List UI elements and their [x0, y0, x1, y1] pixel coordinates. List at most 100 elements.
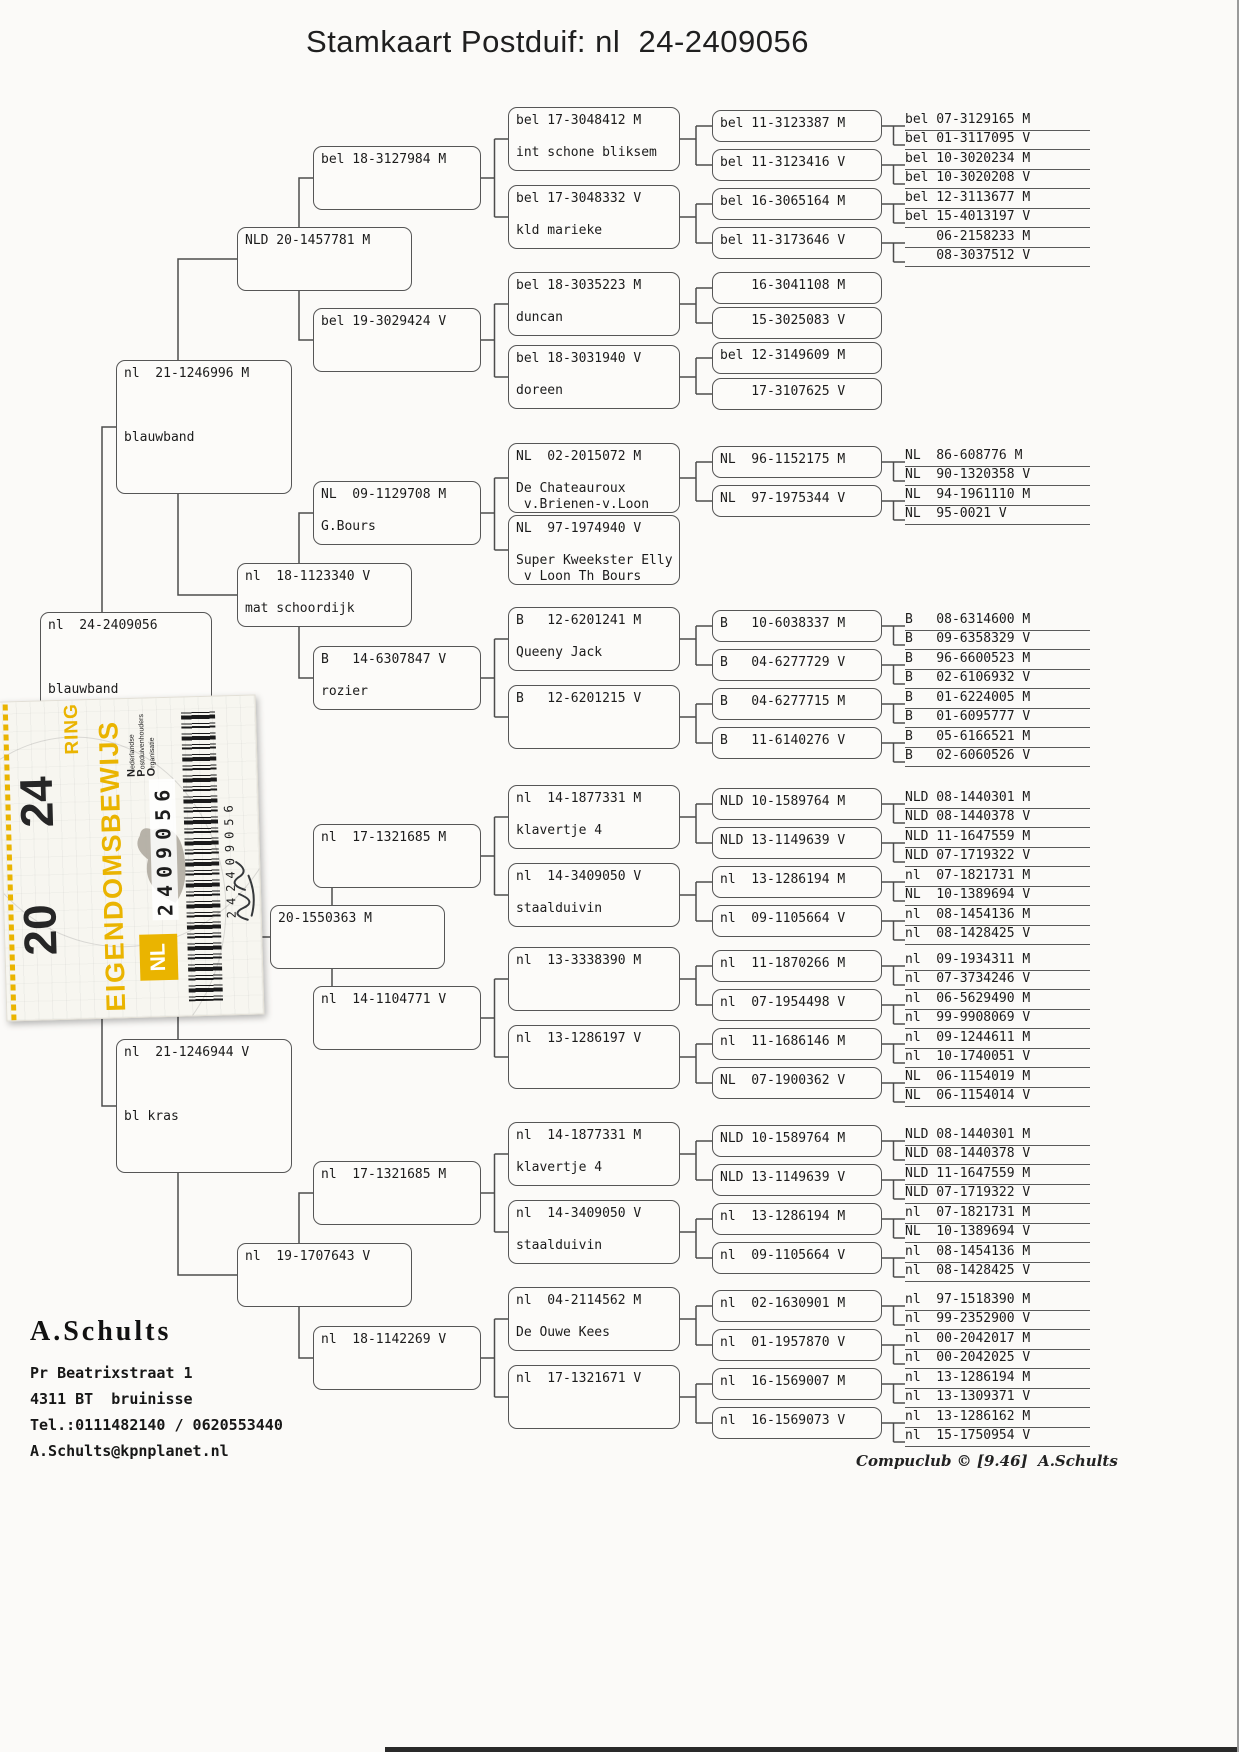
- ring-text: nl 13-1286197 V: [516, 1031, 642, 1046]
- pedigree-box: nl 11-1870266 M: [712, 950, 882, 982]
- ring-text: bel 12-3149609 M: [720, 348, 846, 363]
- ring-text: doreen: [516, 383, 563, 398]
- scan-edge-bottom: [385, 1747, 1239, 1752]
- ring-text: NLD 10-1589764 M: [720, 794, 846, 809]
- ring-text: int schone bliksem: [516, 145, 657, 160]
- pedigree-entry: nl 08-1428425 V: [905, 1263, 1090, 1282]
- ring-text: B 01-6095777 V: [905, 709, 1031, 724]
- ring-text: nl 17-1321671 V: [516, 1371, 642, 1386]
- ring-text: [516, 885, 672, 901]
- ring-text: NLD 08-1440301 M: [905, 1127, 1031, 1142]
- pedigree-entry: NLD 08-1440378 V: [905, 1146, 1090, 1165]
- ring-text: B 04-6277729 V: [720, 655, 846, 670]
- pedigree-entry: bel 07-3129165 M: [905, 112, 1090, 131]
- ring-text: G.Bours: [321, 519, 376, 534]
- ring-text: nl 07-1821731 M: [905, 868, 1031, 883]
- ring-text: NL 07-1900362 V: [720, 1073, 846, 1088]
- pedigree-box: B 04-6277729 V: [712, 649, 882, 681]
- ring-text: B 12-6201241 M: [516, 613, 642, 628]
- card-org-line: Organisatie: [145, 737, 158, 777]
- pedigree-box: B 12-6201215 V: [508, 685, 680, 749]
- pedigree-entry: nl 07-1821731 M: [905, 1205, 1090, 1224]
- ring-text: bel 17-3048412 M: [516, 113, 642, 128]
- pedigree-entry: NL 94-1961110 M: [905, 487, 1090, 506]
- ring-text: NL 96-1152175 M: [720, 452, 846, 467]
- ring-text: bel 11-3123416 V: [720, 155, 846, 170]
- ring-text: NL 86-608776 M: [905, 448, 1023, 463]
- ring-text: nl 14-1877331 M: [516, 791, 642, 806]
- pedigree-entry: NL 06-1154014 V: [905, 1088, 1090, 1107]
- ring-text: nl 16-1569073 V: [720, 1413, 846, 1428]
- ring-text: nl 15-1750954 V: [905, 1428, 1031, 1443]
- pedigree-box: nl 17-1321671 V: [508, 1365, 680, 1429]
- ring-text: nl 13-1286194 M: [720, 872, 846, 887]
- pedigree-box: NLD 20-1457781 M: [237, 227, 412, 291]
- ring-text: 16-3041108 M: [720, 278, 846, 293]
- pedigree-box: NL 97-1975344 V: [712, 485, 882, 517]
- pedigree-entry: B 02-6060526 V: [905, 748, 1090, 767]
- ring-text: bel 16-3065164 M: [720, 194, 846, 209]
- ring-text: nl 14-3409050 V: [516, 869, 642, 884]
- pedigree-box: bel 18-3035223 M duncan: [508, 272, 680, 336]
- ring-text: NLD 13-1149639 V: [720, 833, 846, 848]
- ring-text: NL 97-1975344 V: [720, 491, 846, 506]
- ring-text: NL 06-1154014 V: [905, 1088, 1031, 1103]
- ring-text: [516, 294, 672, 310]
- ring-text: [48, 650, 204, 666]
- owner-phone-line: Tel.:0111482140 / 0620553440: [30, 1416, 283, 1434]
- ring-text: duncan: [516, 310, 563, 325]
- card-face: 20 24 RING EIGENDOMSBEWIJS Nederlandse P…: [0, 694, 265, 1022]
- pedigree-entry: nl 99-2352900 V: [905, 1311, 1090, 1330]
- pedigree-box: NL 07-1900362 V: [712, 1067, 882, 1099]
- ring-text: B 08-6314600 M: [905, 612, 1031, 627]
- pedigree-entry: B 01-6224005 M: [905, 690, 1090, 709]
- ring-text: blauwband: [48, 682, 119, 697]
- ring-text: nl 17-1321685 M: [321, 830, 447, 845]
- ring-text: nl 08-1454136 M: [905, 1244, 1031, 1259]
- ring-text: B 05-6166521 M: [905, 729, 1031, 744]
- handwriting-scribble: [233, 861, 255, 921]
- ring-text: nl 07-1821731 M: [905, 1205, 1031, 1220]
- pedigree-entry: nl 09-1934311 M: [905, 952, 1090, 971]
- ring-text: NL 10-1389694 V: [905, 1224, 1031, 1239]
- ring-text: NLD 08-1440378 V: [905, 809, 1031, 824]
- ring-text: bel 11-3123387 M: [720, 116, 846, 131]
- pedigree-entry: B 01-6095777 V: [905, 709, 1090, 728]
- pedigree-entry: nl 10-1740051 V: [905, 1049, 1090, 1068]
- pedigree-box: 15-3025083 V: [712, 307, 882, 339]
- ring-text: nl 97-1518390 M: [905, 1292, 1031, 1307]
- ring-text: klavertje 4: [516, 1160, 603, 1175]
- pedigree-box: nl 18-1142269 V: [313, 1326, 481, 1390]
- pedigree-entry: nl 08-1454136 M: [905, 1244, 1090, 1263]
- ring-text: NL 10-1389694 V: [905, 887, 1031, 902]
- ring-text: [516, 1222, 672, 1238]
- pedigree-box: nl 19-1707643 V: [237, 1243, 412, 1307]
- ring-text: NL 02-2015072 M: [516, 449, 642, 464]
- ring-text: [516, 537, 672, 553]
- ring-text: bel 01-3117095 V: [905, 131, 1031, 146]
- pedigree-entry: NL 95-0021 V: [905, 506, 1090, 525]
- ring-text: NL 90-1320358 V: [905, 467, 1031, 482]
- pedigree-box: nl 07-1954498 V: [712, 989, 882, 1021]
- ring-text: B 96-6600523 M: [905, 651, 1031, 666]
- ring-text: nl 17-1321685 M: [321, 1167, 447, 1182]
- ring-text: NLD 20-1457781 M: [245, 233, 371, 248]
- card-year-20: 20: [13, 903, 67, 957]
- ring-text: NLD 08-1440301 M: [905, 790, 1031, 805]
- pedigree-entry: NLD 07-1719322 V: [905, 848, 1090, 867]
- ring-text: NL 94-1961110 M: [905, 487, 1031, 502]
- pedigree-box: NL 96-1152175 M: [712, 446, 882, 478]
- ring-text: [48, 666, 204, 682]
- ring-text: [516, 129, 672, 145]
- ring-text: bel 18-3035223 M: [516, 278, 642, 293]
- ring-text: bel 10-3020208 V: [905, 170, 1031, 185]
- ring-text: 17-3107625 V: [720, 384, 846, 399]
- pedigree-entry: nl 13-1286194 M: [905, 1370, 1090, 1389]
- pedigree-entry: NL 90-1320358 V: [905, 467, 1090, 486]
